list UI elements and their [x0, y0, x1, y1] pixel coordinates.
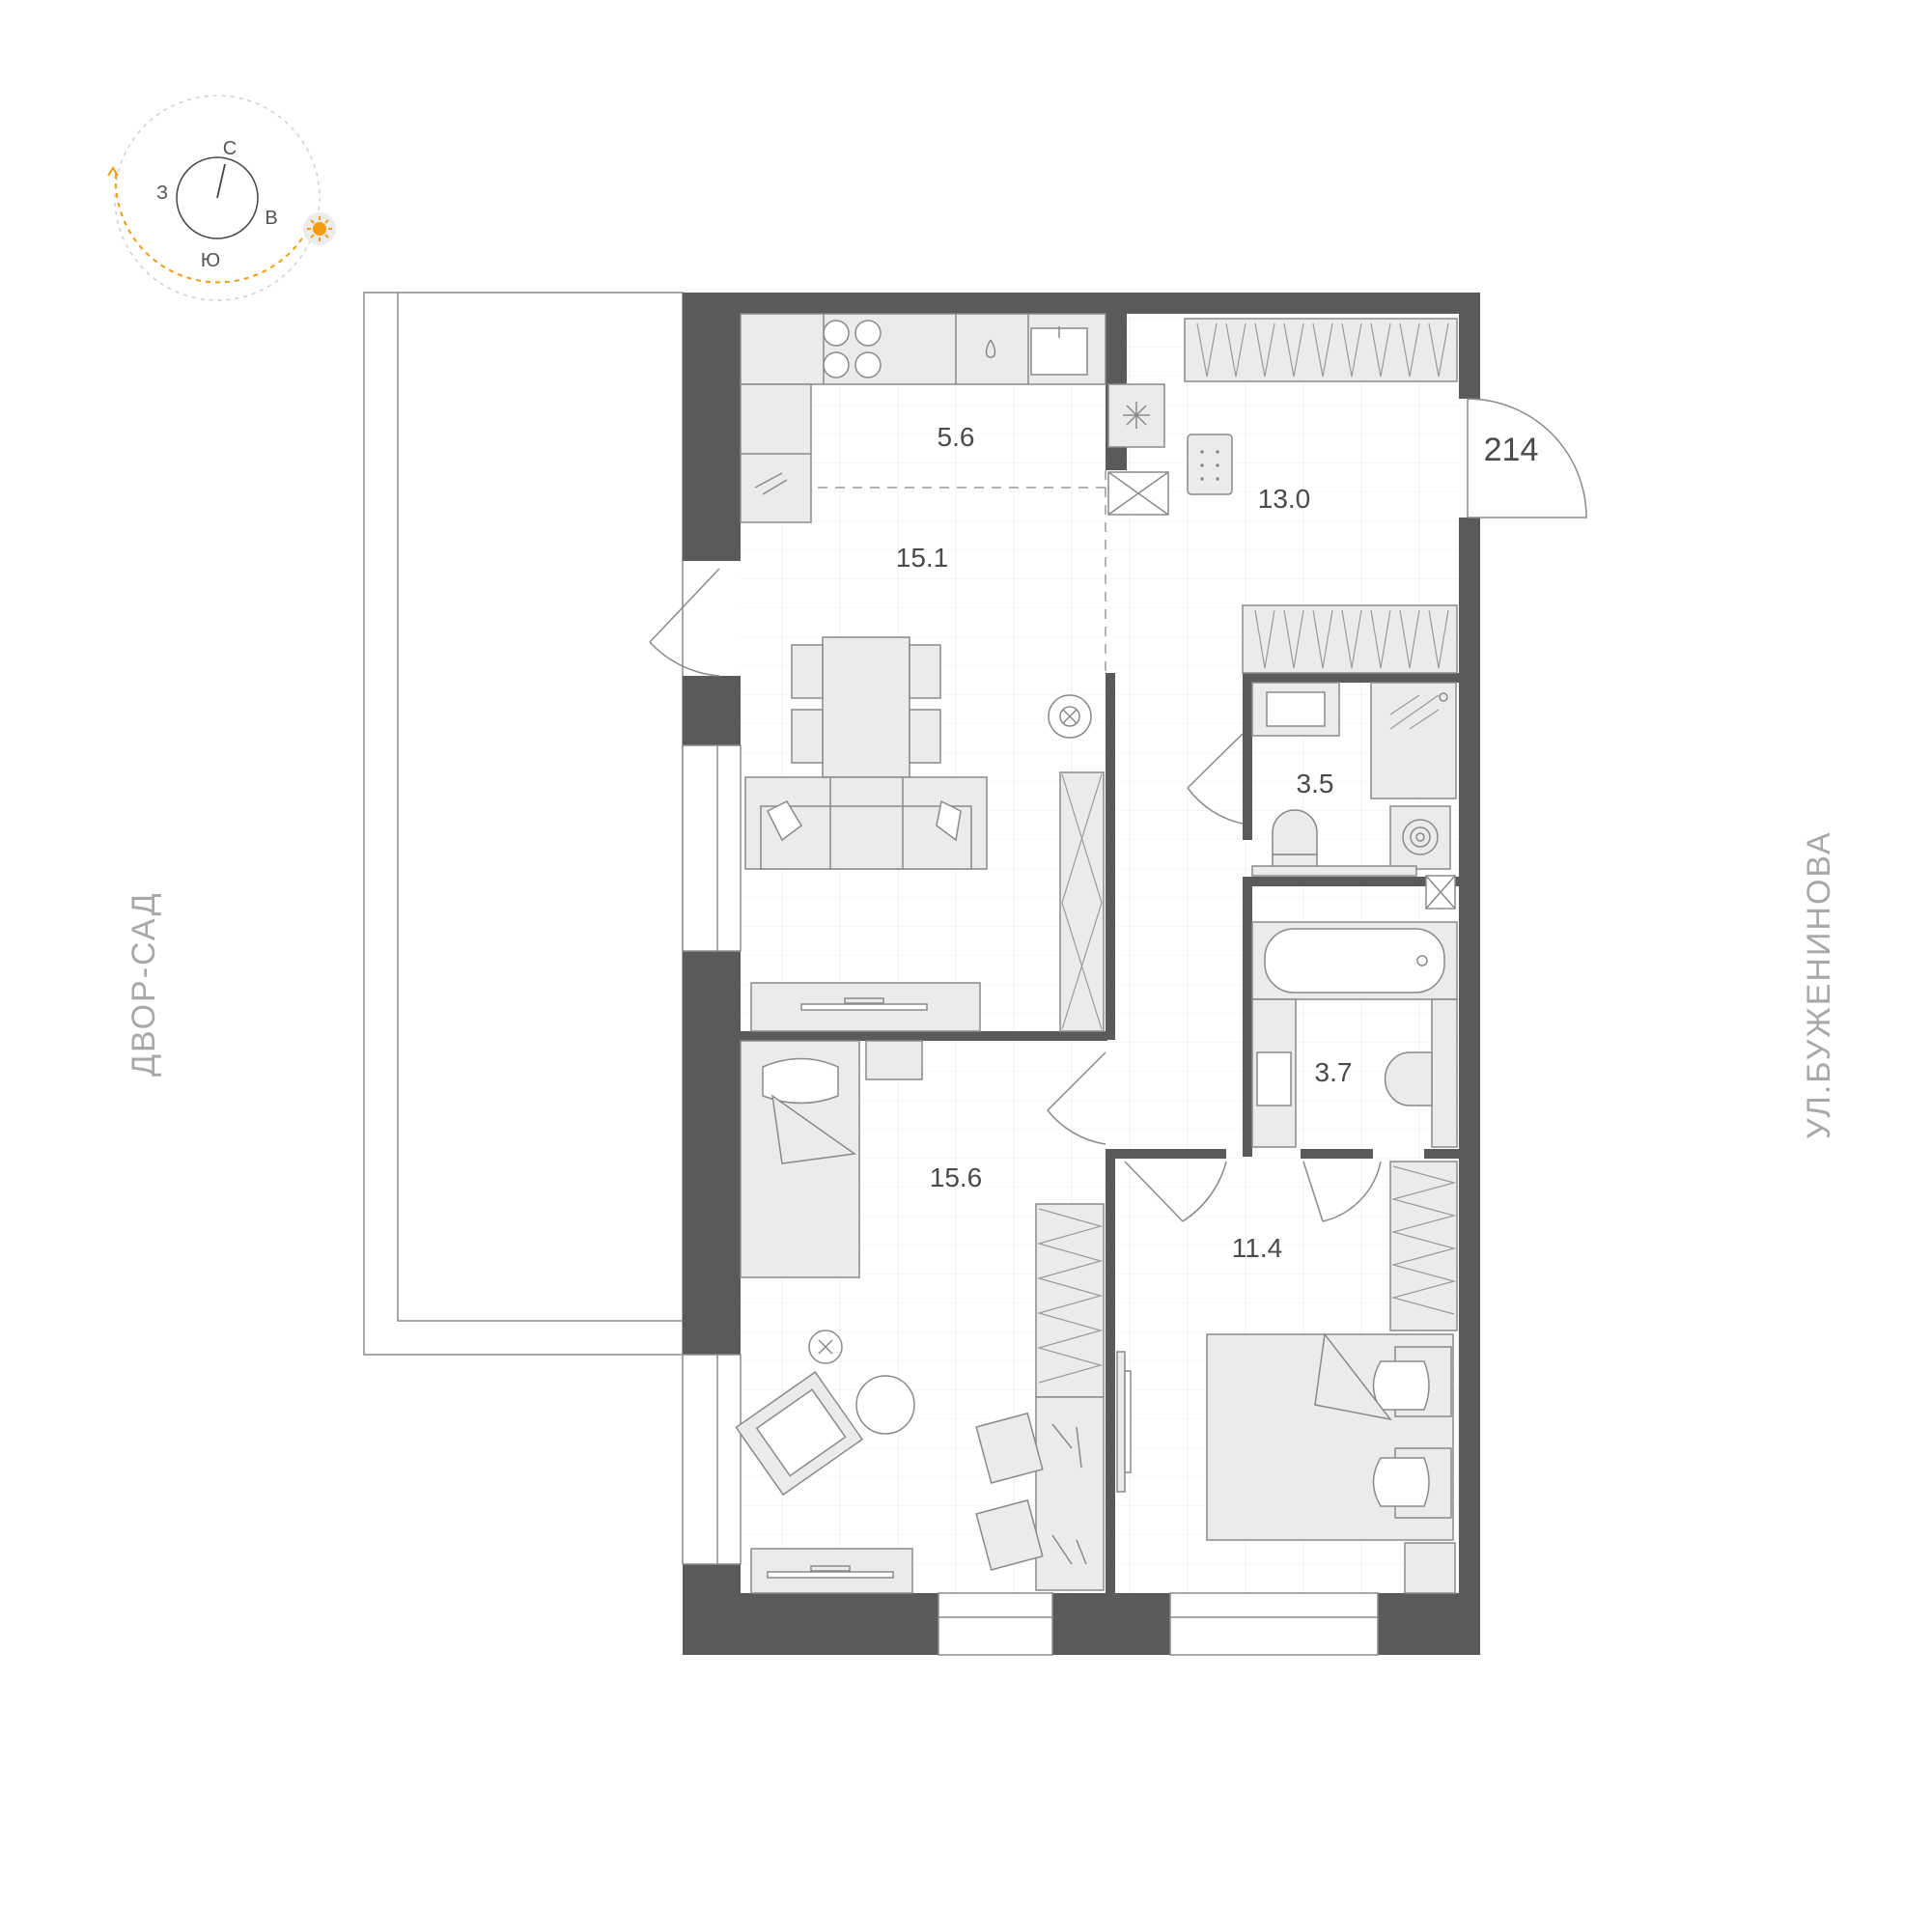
armchair — [735, 1371, 864, 1497]
bedroom-right-wardrobe — [1389, 1161, 1458, 1331]
nightstand — [865, 1040, 923, 1080]
lamp-icon — [1048, 694, 1092, 739]
coffee-table — [855, 1375, 915, 1435]
bedroom-wardrobe — [1035, 1203, 1105, 1398]
room-area-kitchen: 5.6 — [938, 422, 975, 452]
walls — [683, 293, 1480, 1655]
floor-lamp-icon — [808, 1330, 843, 1364]
sun-path-arrow-icon — [107, 166, 119, 177]
wardrobe-middle — [1242, 604, 1458, 674]
tv-stand-living — [750, 982, 981, 1032]
electrical-panel-icon — [1187, 434, 1233, 495]
washbasin-icon — [1256, 1051, 1292, 1106]
toilet-icon — [1272, 809, 1318, 875]
room-area-living: 15.1 — [896, 543, 949, 573]
bed-double — [1206, 1332, 1454, 1541]
windows — [682, 744, 1379, 1656]
tv-bedroom-right — [1116, 1351, 1132, 1493]
compass: С З В Ю — [107, 95, 336, 301]
terrace — [363, 292, 684, 1356]
sofa — [744, 776, 988, 870]
wardrobe-top — [1184, 318, 1458, 382]
bath-large-fixtures — [1251, 921, 1458, 1148]
room-area-hall: 13.0 — [1258, 484, 1311, 514]
dining-table — [791, 636, 941, 778]
compass-needle — [216, 163, 226, 199]
room-area-bedroom-right: 11.4 — [1232, 1233, 1282, 1263]
street-label-right: УЛ.БУЖЕНИНОВА — [1801, 830, 1837, 1139]
washing-machine-icon — [1389, 805, 1451, 870]
apartment-number: 214 — [1484, 432, 1539, 468]
bath-small-fixtures — [1251, 682, 1457, 910]
compass-east-label: В — [265, 208, 277, 229]
sun-path — [114, 173, 310, 284]
shower-icon — [1370, 682, 1457, 799]
doors — [649, 398, 1587, 1222]
stove-icon — [823, 320, 882, 378]
nightstand-right — [1404, 1542, 1456, 1594]
compass-south-label: Ю — [201, 250, 220, 271]
water-drop-icon — [985, 339, 996, 358]
compass-west-label: З — [156, 182, 168, 204]
toilet-large-icon — [1384, 1051, 1433, 1106]
bed-single — [740, 1040, 860, 1278]
compass-dial — [176, 156, 259, 239]
street-label-left: ДВОР-САД — [126, 891, 162, 1077]
room-area-bath-large: 3.7 — [1315, 1057, 1353, 1087]
desk — [975, 1396, 1105, 1591]
room-area-bath-small: 3.5 — [1297, 769, 1334, 798]
living-wardrobe — [1059, 771, 1105, 1032]
fridge-icon — [754, 472, 788, 495]
compass-north-label: С — [223, 138, 237, 159]
room-area-bedroom-left: 15.6 — [930, 1162, 983, 1192]
sun-icon — [303, 212, 336, 245]
tv-stand-bedroom — [750, 1548, 913, 1594]
